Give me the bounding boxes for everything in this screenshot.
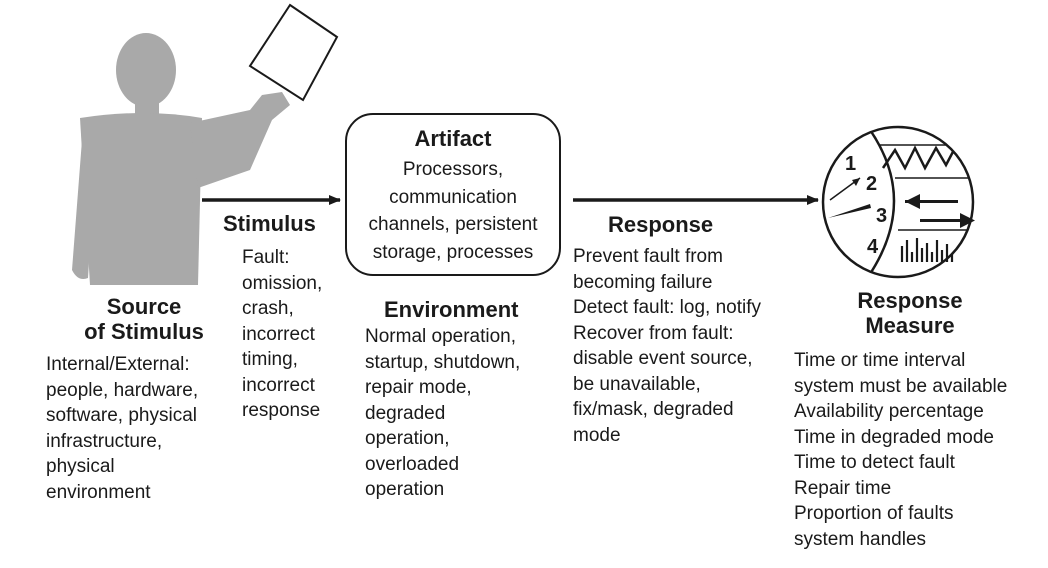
artifact-line: communication <box>389 186 517 208</box>
stimulus-line: crash, <box>242 298 294 319</box>
gauge-number-3: 3 <box>876 205 887 227</box>
artifact-title: Artifact <box>414 126 492 151</box>
response-measure-line: Time in degraded mode <box>794 426 994 448</box>
environment-line: repair mode, <box>365 377 472 398</box>
gauge-number-4: 4 <box>867 236 879 258</box>
source-line: people, hardware, <box>46 379 199 401</box>
artifact-line: channels, persistent <box>368 214 538 235</box>
response-measure-line: Time or time interval <box>794 350 966 371</box>
response-line: Recover from fault: <box>573 322 734 344</box>
environment-description: Normal operation, startup, shutdown, rep… <box>365 324 520 503</box>
environment-line: degraded <box>365 402 446 424</box>
source-line: Internal/External: <box>46 354 190 375</box>
source-line: physical <box>46 456 115 477</box>
source-line: infrastructure, <box>46 430 163 452</box>
stimulus-title: Stimulus <box>223 211 316 236</box>
stimulus-line: incorrect <box>242 374 315 396</box>
response-line: Prevent fault from <box>573 246 723 267</box>
response-line: disable event source, <box>573 348 753 369</box>
artifact-box <box>345 113 561 276</box>
stimulus-description: Fault: omission, crash, incorrect timing… <box>242 245 322 424</box>
gauge-number-1: 1 <box>845 153 856 175</box>
response-title: Response <box>608 212 714 237</box>
stimulus-line: omission, <box>242 272 323 294</box>
response-measure-title: Response Measure <box>820 288 1000 338</box>
source-line: environment <box>46 481 151 503</box>
artifact-line: Processors, <box>402 159 504 180</box>
environment-line: operation, <box>365 428 450 449</box>
source-title: Source of Stimulus <box>60 294 228 344</box>
response-line: fix/mask, degraded <box>573 399 734 420</box>
response-description: Prevent fault from becoming failure Dete… <box>573 244 761 448</box>
paper-sheet-icon <box>248 3 339 102</box>
stimulus-line: incorrect <box>242 323 315 345</box>
response-line: becoming failure <box>573 271 713 293</box>
gauge-number-2: 2 <box>866 173 877 195</box>
environment-line: operation <box>365 479 445 500</box>
artifact-description: Processors, communication channels, pers… <box>345 156 561 266</box>
response-measure-line: Time to detect fault <box>794 452 955 473</box>
response-line: Detect fault: log, notify <box>573 297 761 318</box>
source-description: Internal/External: people, hardware, sof… <box>46 352 198 505</box>
response-gauge-icon: 1 2 3 4 <box>821 125 975 279</box>
response-measure-title-line1: Response <box>857 288 963 313</box>
response-measure-line: system must be available <box>794 375 1008 397</box>
stimulus-line: response <box>242 400 321 421</box>
environment-line: startup, shutdown, <box>365 351 521 373</box>
stimulus-line: timing, <box>242 349 298 370</box>
environment-line: overloaded <box>365 453 460 475</box>
environment-title: Environment <box>384 297 519 322</box>
response-measure-line: Proportion of faults <box>794 503 954 524</box>
stimulus-line: Fault: <box>242 247 290 268</box>
source-line: software, physical <box>46 405 198 426</box>
response-measure-description: Time or time interval system must be ava… <box>794 348 1007 552</box>
person-figure-icon <box>72 33 290 285</box>
environment-line: Normal operation, <box>365 326 517 347</box>
response-measure-title-line2: Measure <box>865 313 955 338</box>
response-measure-line: Availability percentage <box>794 401 984 422</box>
response-measure-line: Repair time <box>794 477 892 499</box>
source-title-line2: of Stimulus <box>84 319 204 344</box>
response-line: be unavailable, <box>573 373 701 395</box>
response-line: mode <box>573 424 621 446</box>
source-title-line1: Source <box>106 294 182 319</box>
artifact-line: storage, processes <box>372 241 534 263</box>
response-measure-line: system handles <box>794 528 927 550</box>
